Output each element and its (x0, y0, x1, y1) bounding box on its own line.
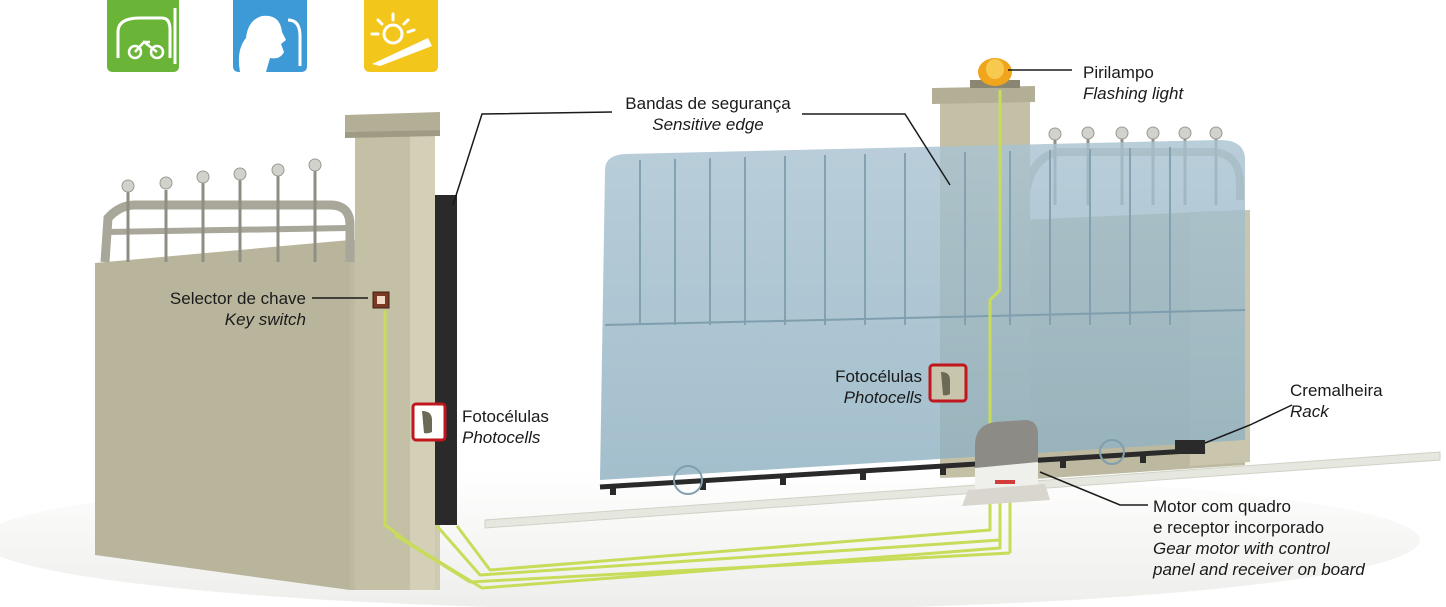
label-motor-en-line2: panel and receiver on board (1153, 560, 1365, 579)
label-flashing-light: Pirilampo Flashing light (1083, 62, 1183, 104)
photocell-center (928, 363, 968, 403)
cables (383, 90, 1012, 590)
label-photocells-left-en: Photocells (462, 428, 541, 447)
label-photocells-left-pt: Fotocélulas (462, 407, 549, 426)
label-motor: Motor com quadro e receptor incorporado … (1153, 496, 1365, 580)
label-sensitive-edge-en: Sensitive edge (652, 115, 764, 134)
label-flashing-light-en: Flashing light (1083, 84, 1184, 103)
flashing-light (970, 58, 1020, 88)
label-flashing-light-pt: Pirilampo (1083, 63, 1154, 82)
left-pillar (345, 112, 440, 590)
label-photocells-center-pt: Fotocélulas (835, 367, 922, 386)
photocell-left (411, 402, 447, 442)
sliding-gate (599, 140, 1246, 495)
key-switch (372, 291, 390, 309)
label-motor-pt-line2: e receptor incorporado (1153, 518, 1325, 537)
label-photocells-center-en: Photocells (843, 388, 922, 407)
ground-rail (484, 451, 1441, 529)
label-sensitive-edge-pt: Bandas de segurança (625, 94, 791, 113)
label-motor-pt-line1: Motor com quadro (1153, 497, 1291, 516)
sun-slope-icon (364, 0, 438, 72)
sensitive-edge-strip (435, 195, 457, 525)
label-rack-pt: Cremalheira (1290, 381, 1383, 400)
label-sensitive-edge: Bandas de segurança Sensitive edge (618, 93, 798, 135)
label-motor-en-line1: Gear motor with control (1153, 539, 1330, 558)
gear-motor (962, 420, 1050, 506)
label-photocells-center: Fotocélulas Photocells (780, 366, 922, 408)
label-key-switch-pt: Selector de chave (169, 289, 306, 308)
label-key-switch-en: Key switch (224, 310, 306, 329)
label-key-switch: Selector de chave Key switch (108, 288, 306, 330)
label-rack: Cremalheira Rack (1290, 380, 1383, 422)
label-rack-en: Rack (1290, 402, 1329, 421)
person-face-icon (233, 0, 307, 73)
leader-lines (312, 69, 1293, 506)
label-photocells-left: Fotocélulas Photocells (462, 406, 549, 448)
bicycle-garage-icon (107, 0, 179, 72)
